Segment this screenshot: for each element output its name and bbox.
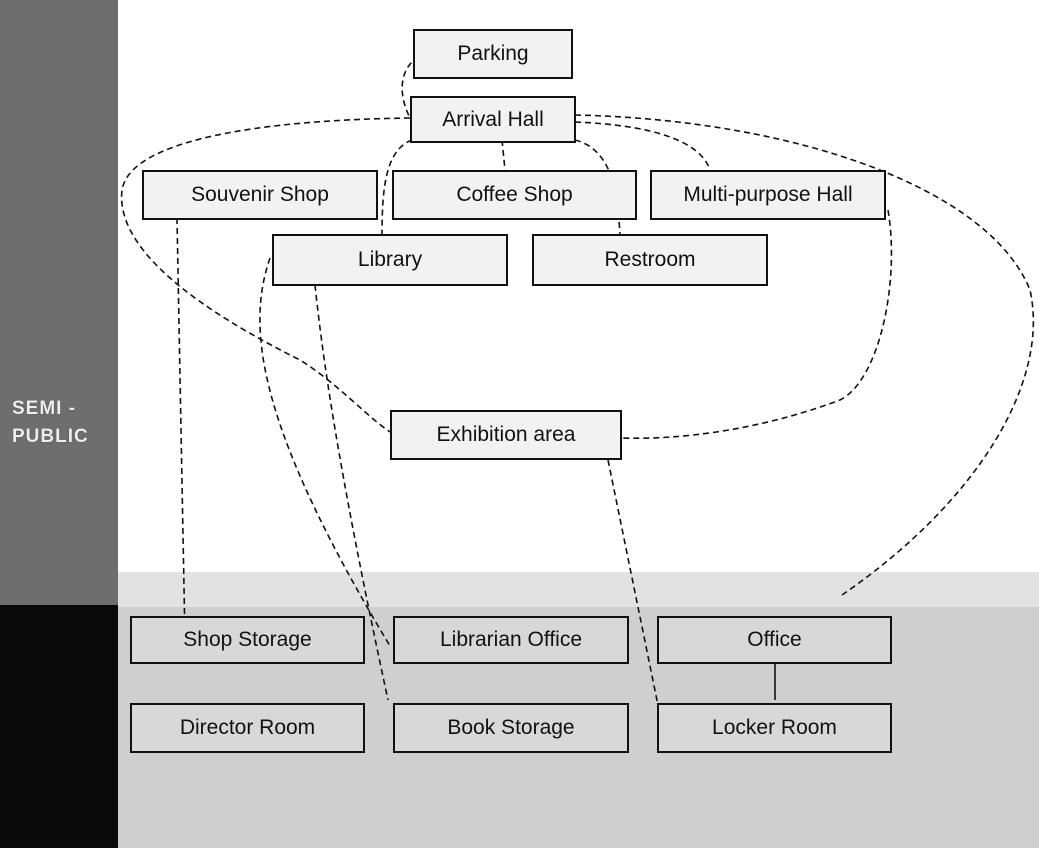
node-souvenir-shop: Souvenir Shop bbox=[142, 170, 378, 220]
node-locker-room: Locker Room bbox=[657, 703, 892, 753]
semi-public-zone-bar: SEMI - PUBLIC bbox=[0, 0, 118, 605]
semi-public-label-line1: SEMI - bbox=[12, 398, 77, 419]
link-multipurpose-exhibition bbox=[621, 209, 893, 440]
node-coffee-shop: Coffee Shop bbox=[392, 170, 637, 220]
link-exhibition-locker bbox=[607, 459, 661, 716]
node-shop-storage: Shop Storage bbox=[130, 616, 365, 664]
private-zone-bar bbox=[0, 605, 118, 848]
link-arrival-coffee bbox=[501, 139, 506, 171]
node-book-storage: Book Storage bbox=[393, 703, 629, 753]
link-arrival-private-right bbox=[574, 114, 1035, 596]
link-souvenir-storage bbox=[176, 217, 186, 641]
node-office: Office bbox=[657, 616, 892, 664]
node-restroom: Restroom bbox=[532, 234, 768, 286]
node-librarian-office: Librarian Office bbox=[393, 616, 629, 664]
node-library: Library bbox=[272, 234, 508, 286]
link-library-librarian bbox=[259, 257, 391, 647]
link-arrival-library bbox=[381, 139, 413, 237]
link-arrival-multipurpose bbox=[574, 121, 711, 171]
node-exhibition-area: Exhibition area bbox=[390, 410, 622, 460]
node-multipurpose-hall: Multi-purpose Hall bbox=[650, 170, 886, 220]
link-library-book bbox=[314, 284, 389, 701]
node-parking: Parking bbox=[413, 29, 573, 79]
zone-divider-strip bbox=[118, 572, 1039, 607]
node-director-room: Director Room bbox=[130, 703, 365, 753]
node-arrival-hall: Arrival Hall bbox=[410, 96, 576, 143]
semi-public-label-line2: PUBLIC bbox=[12, 426, 89, 447]
